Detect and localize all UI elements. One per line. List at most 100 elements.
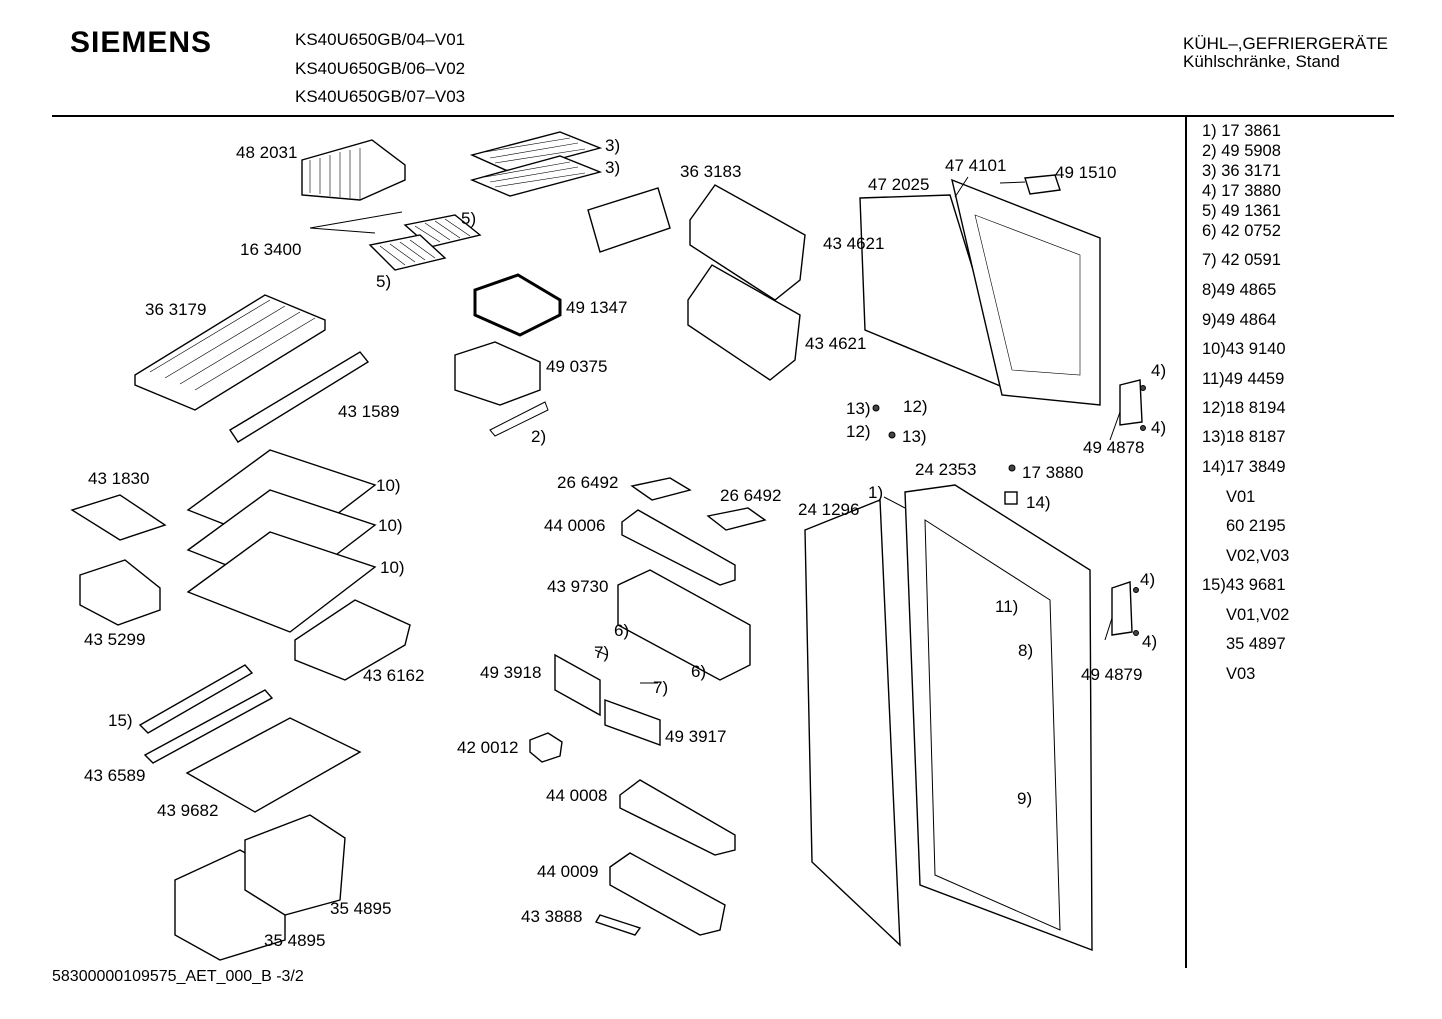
document-id: 58300000109575_AET_000_B -3/2 [52,968,304,985]
part-fridge-door-drawing [904,484,1093,952]
legend-item: 3) 36 3171 [1202,162,1281,180]
label-49-3918: 49 3918 [480,663,542,682]
label-43-6589: 43 6589 [84,766,146,785]
part-freezer-door-drawing [951,178,1101,406]
ref-10-b: 10) [378,516,403,535]
ref-5-a: 5) [461,209,477,228]
model-number-2: KS40U650GB/06–V02 [295,59,466,78]
part-crisper-cover-drawing [134,294,326,411]
part-bottle-rack-drawing [294,599,411,681]
category-subtitle: Kühlschränke, Stand [1183,52,1340,71]
legend-item: V01 [1226,488,1256,506]
ref-15: 15) [108,711,133,730]
ref-10-c: 10) [380,558,405,577]
part-flaps-drawing [554,653,661,746]
label-26-6492-b: 26 6492 [720,486,782,505]
legend-item: 7) 42 0591 [1202,251,1281,269]
ref-12-b: 12) [846,422,871,441]
legend-item: 15)43 9681 [1202,576,1286,594]
label-47-4101: 47 4101 [945,156,1007,175]
legend-item: 60 2195 [1226,517,1286,535]
label-24-2353: 24 2353 [915,460,977,479]
ref-7-b: 7) [653,678,669,697]
label-44-0008: 44 0008 [546,786,608,805]
legend-item: V02,V03 [1226,547,1290,565]
ref-4-c: 4) [1140,570,1156,589]
label-36-3179: 36 3179 [145,300,207,319]
label-43-9682: 43 9682 [157,801,219,820]
part-handle-drawing [489,401,549,437]
ref-7-a: 7) [594,643,610,662]
label-43-4621-b: 43 4621 [805,334,867,353]
ref-12-a: 12) [903,397,928,416]
header-divider [52,115,1394,117]
part-box-drawing [79,559,161,626]
label-43-1830: 43 1830 [88,469,150,488]
part-ice-trays-drawing [309,211,482,271]
label-44-0006: 44 0006 [544,516,606,535]
label-48-2031: 48 2031 [236,143,298,162]
label-44-0009: 44 0009 [537,862,599,881]
legend-item: 4) 17 3880 [1202,182,1281,200]
legend-item: 5) 49 1361 [1202,202,1281,220]
legend-divider [1185,116,1187,968]
part-clip-drawing [529,732,563,763]
model-number-1: KS40U650GB/04–V01 [295,30,466,49]
legend-item: 2) 49 5908 [1202,142,1281,160]
legend-item: V01,V02 [1226,606,1290,624]
part-tray-drawing [70,494,167,541]
legend-item: 11)49 4459 [1202,370,1285,388]
legend-item: 12)18 8194 [1202,399,1286,417]
part-lower-shelf-drawing [619,779,736,856]
ref-11: 11) [995,597,1019,616]
legend-item: 1) 17 3861 [1202,122,1281,140]
ref-1: 1) [868,483,884,502]
ref-10-a: 10) [376,476,401,495]
ref-3-a: 3) [605,136,621,155]
part-glass-shelves-drawing [186,449,377,633]
part-bracket-drawing [301,139,406,201]
legend-item: 14)17 3849 [1202,458,1286,476]
label-35-4895-a: 35 4895 [330,899,392,918]
model-number-3: KS40U650GB/07–V03 [295,87,466,106]
label-42-0012: 42 0012 [457,738,519,757]
part-small-box-drawing [454,341,541,406]
ref-13-a: 13) [846,399,871,418]
label-49-3917: 49 3917 [665,727,727,746]
label-43-1589: 43 1589 [338,402,400,421]
ref-3-b: 3) [605,158,621,177]
label-49-4879: 49 4879 [1081,665,1143,684]
legend-item: 8)49 4865 [1202,281,1277,299]
part-frame-drawing [473,273,562,337]
ref-4-b: 4) [1151,418,1167,437]
part-door-shelves-drawing [687,184,806,381]
siemens-logo: SIEMENS [70,26,213,59]
part-hinges-drawing [1111,379,1143,636]
label-49-0375: 49 0375 [546,357,608,376]
label-47-2025: 47 2025 [868,175,930,194]
ref-2: 2) [531,427,547,446]
legend-item: 10)43 9140 [1202,340,1286,358]
label-36-3183: 36 3183 [680,162,742,181]
part-strip-drawing [229,351,370,443]
label-43-4621-a: 43 4621 [823,234,885,253]
part-comb-drawing [594,914,642,936]
ref-5-b: 5) [376,272,392,291]
label-43-3888: 43 3888 [521,907,583,926]
part-fridge-gasket-drawing [804,498,901,947]
part-small-screws-drawing [872,385,1146,636]
legend-item: 35 4897 [1226,635,1286,653]
legend-item: 9)49 4864 [1202,311,1277,329]
label-49-1347: 49 1347 [566,298,628,317]
label-35-4895-b: 35 4895 [264,931,326,950]
part-wire-grids-drawing [469,131,603,197]
part-bottle-shelf-drawing [621,509,736,586]
label-17-3880: 17 3880 [1022,463,1084,482]
part-handle-cover-drawing [1024,174,1061,195]
ref-6-a: 6) [614,621,630,640]
ref-14: 14) [1026,493,1051,512]
part-freezer-baskets-drawing [174,814,346,961]
label-16-3400: 16 3400 [240,240,302,259]
legend-item: V03 [1226,665,1256,683]
